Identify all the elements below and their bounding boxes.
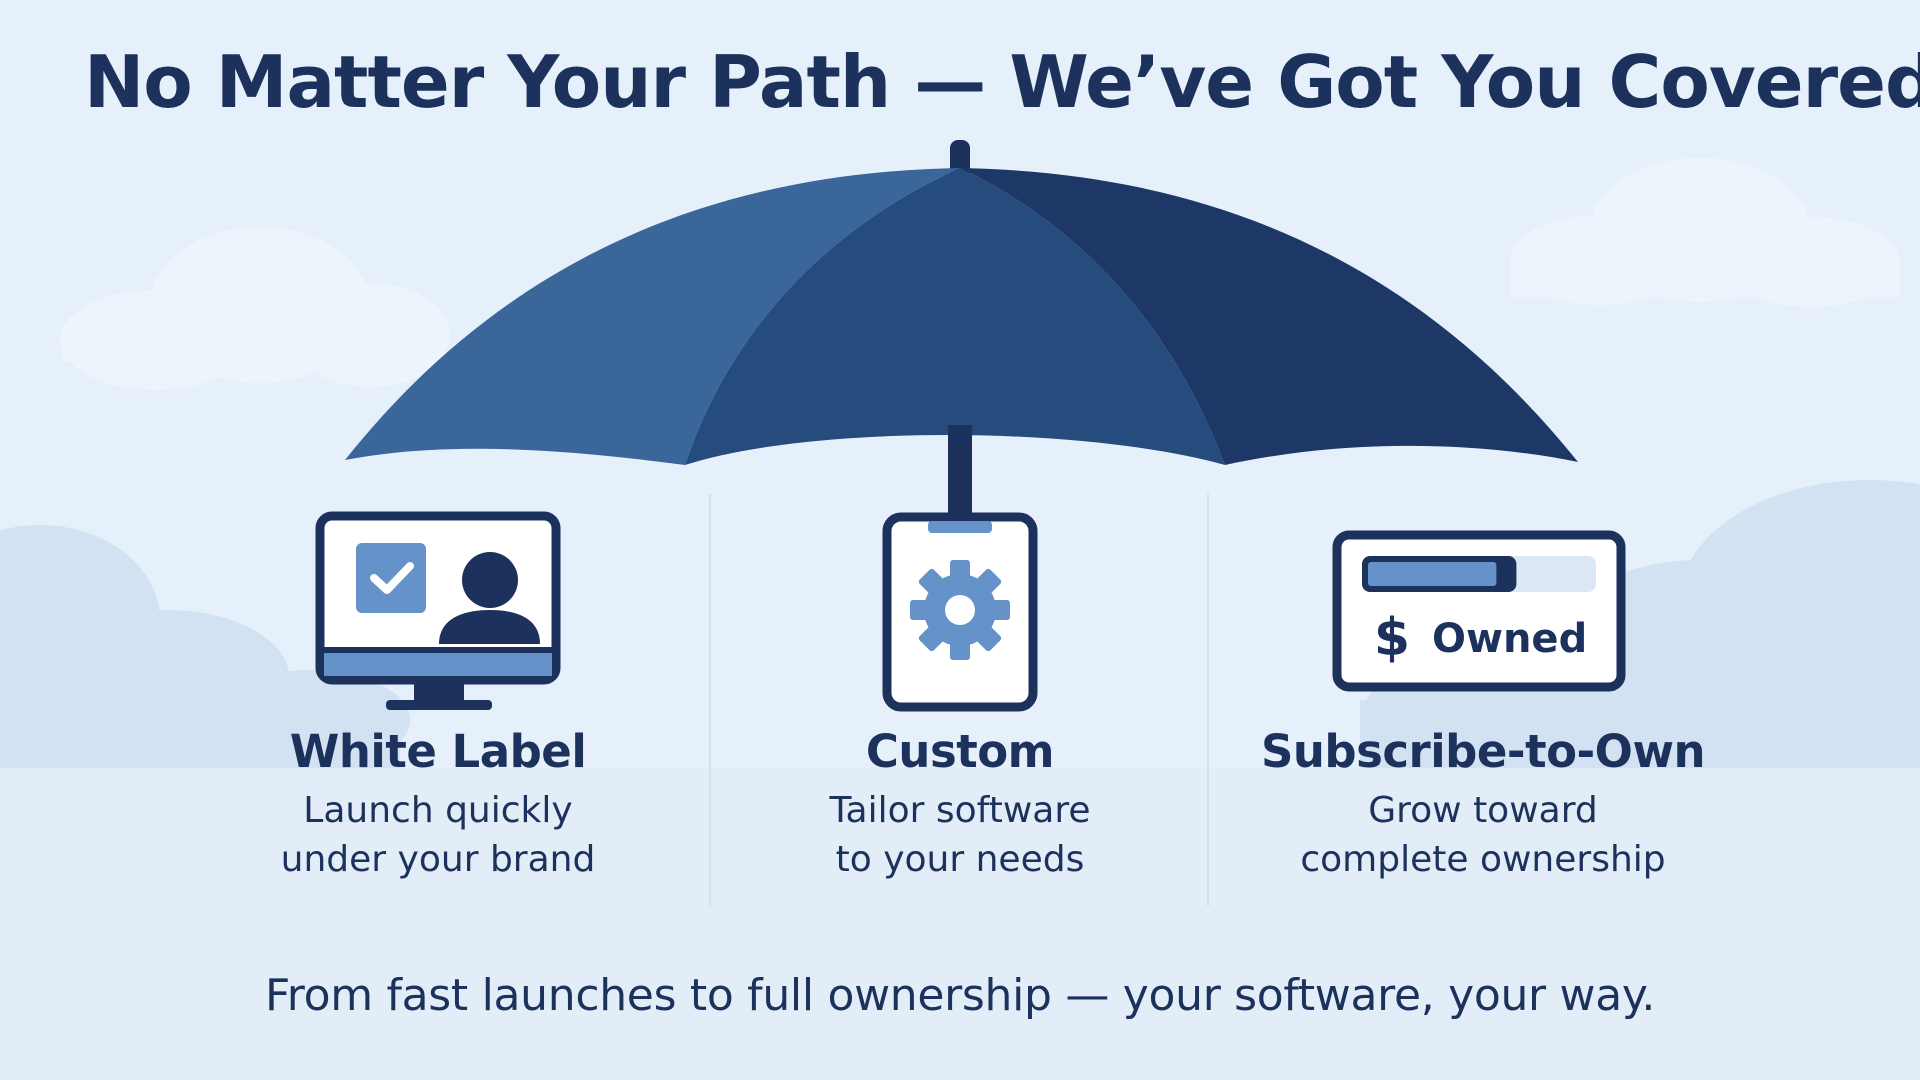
owned-label: Owned xyxy=(1432,616,1587,662)
cloud-left-lower xyxy=(0,525,410,770)
checkmark-icon xyxy=(370,562,414,594)
monitor-checkbox-person-icon xyxy=(315,511,561,710)
tagline: From fast launches to full ownership — y… xyxy=(264,970,1656,1021)
dollar-icon: $ xyxy=(1374,608,1410,668)
person-icon xyxy=(439,552,540,644)
option-custom: Custom Tailor software to your needs xyxy=(700,722,1220,884)
option-description-line: Launch quickly xyxy=(303,790,573,831)
option-description-line: to your needs xyxy=(835,839,1085,880)
option-description: Grow toward complete ownership xyxy=(1223,786,1743,884)
option-title: Custom xyxy=(865,725,1055,778)
umbrella-shaft xyxy=(948,425,972,525)
divider-left xyxy=(709,494,711,906)
cloud-right-upper xyxy=(1510,158,1900,307)
divider-right xyxy=(1207,494,1209,906)
option-subscribe-to-own: Subscribe-to-Own Grow toward complete ow… xyxy=(1223,722,1743,884)
ground-band xyxy=(0,768,1920,1080)
page-title: No Matter Your Path — We’ve Got You Cove… xyxy=(84,40,1920,124)
ownership-card-icon: $ Owned xyxy=(1332,530,1626,692)
option-title: Subscribe-to-Own xyxy=(1260,725,1706,778)
option-description-line: complete ownership xyxy=(1300,839,1666,880)
option-description: Tailor software to your needs xyxy=(700,786,1220,884)
checkbox-icon xyxy=(356,543,426,613)
umbrella-icon xyxy=(345,140,1578,525)
umbrella-panel-right xyxy=(960,168,1578,465)
option-description-line: Tailor software xyxy=(829,790,1091,831)
phone-gear-icon xyxy=(882,512,1038,712)
cloud-left-upper xyxy=(60,227,450,390)
umbrella-panel-middle xyxy=(685,168,1225,465)
umbrella-panel-left xyxy=(345,168,960,465)
option-title: White Label xyxy=(289,725,587,778)
gear-icon xyxy=(910,560,1010,660)
option-description-line: under your brand xyxy=(280,839,596,880)
option-description-line: Grow toward xyxy=(1368,790,1598,831)
progress-fill-inner xyxy=(1368,562,1497,586)
option-white-label: White Label Launch quickly under your br… xyxy=(178,722,698,884)
option-description: Launch quickly under your brand xyxy=(178,786,698,884)
